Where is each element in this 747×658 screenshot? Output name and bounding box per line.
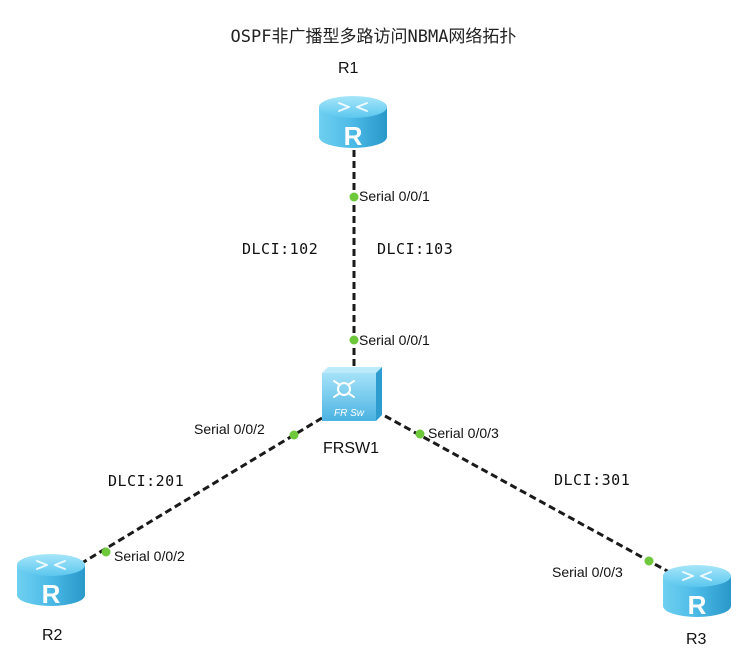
port-dot-r3-s003 [644, 556, 654, 566]
device-label-r1: R1 [338, 60, 359, 77]
link-frsw1-r3 [384, 414, 681, 580]
dlci-label-102: DLCI:102 [242, 240, 319, 258]
port-dot-frsw1-s002 [289, 430, 299, 440]
router-r3-glyph: R [688, 590, 707, 620]
device-label-frsw1: FRSW1 [323, 440, 379, 457]
port-label-frsw1-serial-003: Serial 0/0/3 [428, 425, 499, 441]
device-label-r2: R2 [42, 627, 63, 644]
link-frsw1-r2 [71, 416, 323, 571]
frame-relay-switch-frsw1-icon[interactable]: FR Sw [322, 367, 382, 421]
port-label-frsw1-serial-001: Serial 0/0/1 [359, 332, 430, 348]
port-dot-frsw1-s001 [349, 335, 359, 345]
router-r1-glyph: R [344, 121, 363, 151]
dlci-label-201: DLCI:201 [108, 472, 185, 490]
device-label-r3: R3 [686, 631, 707, 648]
router-r3-icon[interactable]: R [663, 565, 731, 620]
dlci-label-301: DLCI:301 [554, 471, 631, 489]
port-dot-r2-s002 [101, 547, 111, 557]
port-label-frsw1-serial-002: Serial 0/0/2 [194, 421, 265, 437]
port-label-r1-serial: Serial 0/0/1 [359, 188, 430, 204]
diagram-title: OSPF非广播型多路访问NBMA网络拓扑 [230, 27, 517, 47]
frsw1-glyph: FR Sw [334, 408, 365, 419]
port-dot-frsw1-s003 [415, 429, 425, 439]
router-r1-icon[interactable]: R [319, 96, 387, 151]
router-r2-icon[interactable]: R [17, 554, 85, 609]
port-dot-r1-s001 [349, 192, 359, 202]
port-label-r2-serial: Serial 0/0/2 [114, 548, 185, 564]
router-r2-glyph: R [42, 579, 61, 609]
dlci-label-103: DLCI:103 [377, 240, 454, 258]
port-label-r3-serial: Serial 0/0/3 [552, 564, 623, 580]
